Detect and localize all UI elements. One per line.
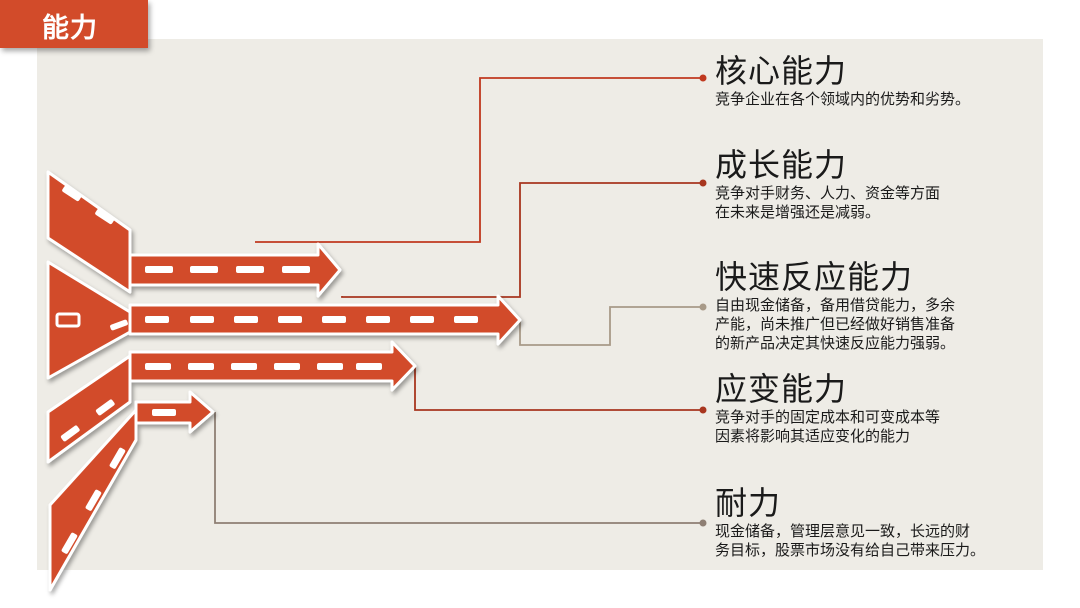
capability-desc: 自由现金储备，备用借贷能力，多余 产能，尚未推广但已经做好销售准备 的新产品决定… bbox=[715, 296, 956, 352]
capability-desc: 竞争对手的固定成本和可变成本等 因素将影响其适应变化的能力 bbox=[715, 408, 941, 445]
diagonal-road-top bbox=[46, 170, 132, 294]
connector-dot-reaction bbox=[699, 303, 707, 311]
capability-adaptability: 应变能力 竞争对手的固定成本和可变成本等 因素将影响其适应变化的能力 bbox=[715, 370, 1045, 446]
connector-line-reaction bbox=[519, 306, 703, 346]
connector-line-core bbox=[255, 77, 703, 243]
connector-line-growth bbox=[341, 182, 703, 298]
capability-name: 核心能力 bbox=[715, 52, 848, 90]
capability-quick-reaction: 快速反应能力 自由现金储备，备用借贷能力，多余 产能，尚未推广但已经做好销售准备… bbox=[715, 258, 1045, 353]
capability-name: 应变能力 bbox=[715, 370, 848, 408]
capability-growth: 成长能力 竞争对手财务、人力、资金等方面 在未来是增强还是减弱。 bbox=[715, 146, 1045, 222]
connector-dot-endurance bbox=[699, 519, 707, 527]
capability-name: 耐力 bbox=[715, 484, 782, 522]
arrow-road-1 bbox=[128, 242, 342, 298]
capability-endurance: 耐力 现金储备，管理层意见一致，长远的财 务目标，股票市场没有给自己带来压力。 bbox=[715, 484, 1045, 560]
section-title-tab: 能力 bbox=[0, 0, 148, 48]
section-title: 能力 bbox=[42, 13, 98, 44]
connector-dot-growth bbox=[699, 179, 707, 187]
connector-dot-core bbox=[699, 74, 707, 82]
arrow-road-3 bbox=[128, 340, 417, 392]
capability-name: 成长能力 bbox=[715, 146, 848, 184]
connector-line-endurance bbox=[214, 412, 703, 524]
capability-desc: 现金储备，管理层意见一致，长远的财 务目标，股票市场没有给自己带来压力。 bbox=[715, 522, 986, 559]
connector-dot-adapt bbox=[699, 406, 707, 414]
connector-line-adapt bbox=[414, 365, 703, 411]
capability-desc: 竞争企业在各个领域内的优势和劣势。 bbox=[715, 90, 971, 108]
capability-desc: 竞争对手财务、人力、资金等方面 在未来是增强还是减弱。 bbox=[715, 184, 941, 221]
capability-name: 快速反应能力 bbox=[715, 258, 914, 296]
capability-core: 核心能力 竞争企业在各个领域内的优势和劣势。 bbox=[715, 52, 1045, 109]
